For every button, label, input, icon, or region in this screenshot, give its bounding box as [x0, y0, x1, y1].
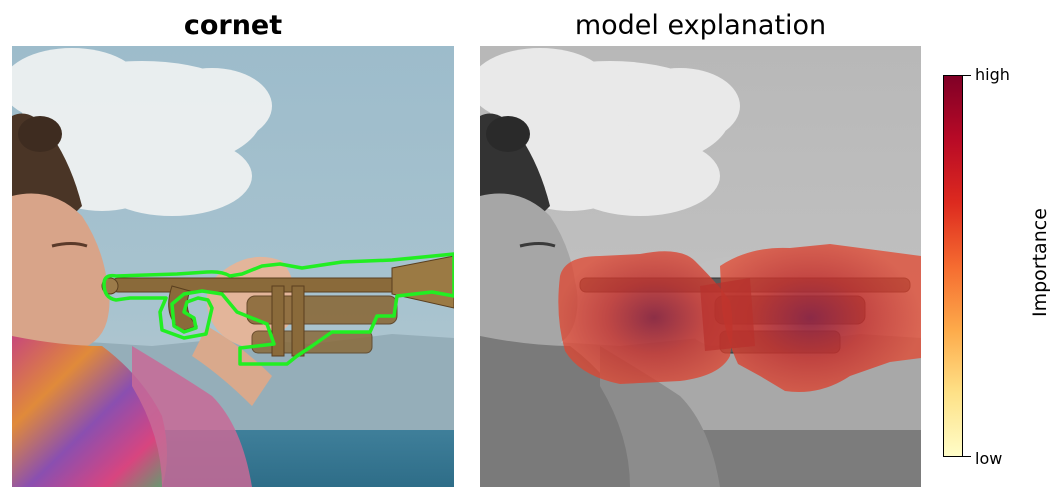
- colorbar-high-label: high: [975, 65, 1010, 84]
- colorbar-tick-high: [963, 75, 971, 76]
- right-panel-title: model explanation: [574, 10, 827, 41]
- cornet-outline: [102, 252, 454, 366]
- colorbar-axis-label: Importance: [1029, 208, 1051, 317]
- importance-heatmap: [558, 244, 921, 392]
- colorbar-low-label: low: [975, 449, 1003, 468]
- colorbar-tick-low: [963, 456, 971, 457]
- importance-colorbar: [943, 75, 963, 457]
- original-photo: [12, 46, 454, 487]
- explanation-image-panel: [480, 46, 921, 487]
- grayscale-photo: [480, 46, 921, 487]
- left-panel-title: cornet: [183, 10, 283, 41]
- original-image-panel: [12, 46, 454, 487]
